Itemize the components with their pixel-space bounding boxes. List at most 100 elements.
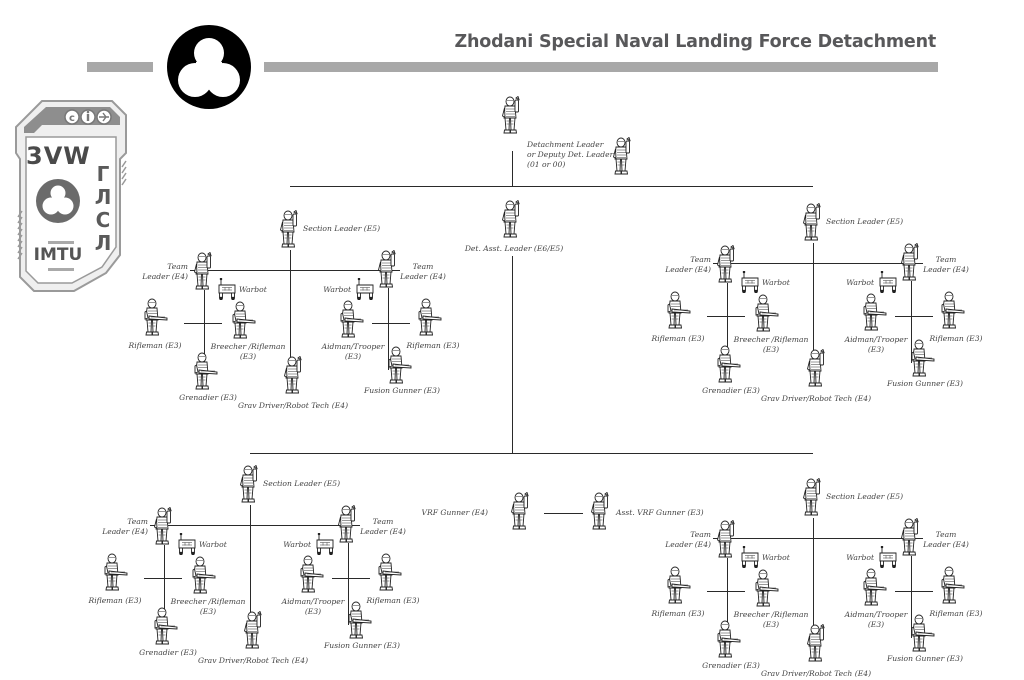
team-b-rifleman-label: Rifleman (E3) xyxy=(366,596,420,605)
team-a-breecher-label-line: Breecher /Rifleman xyxy=(170,597,246,606)
team-a-breecher-label-line: Breecher /Rifleman xyxy=(733,610,809,619)
team-a-warbot-figure xyxy=(740,271,760,293)
team-b-fusion-gunner-label: Fusion Gunner (E3) xyxy=(887,654,963,663)
team-a-horizontal-line xyxy=(144,578,182,580)
page-title: Zhodani Special Naval Landing Force Deta… xyxy=(454,32,937,52)
team-a-vertical-line xyxy=(164,545,166,625)
team-a-breecher-figure xyxy=(754,294,780,334)
team-a-warbot-label: Warbot xyxy=(199,540,227,549)
team-a-breecher-label: Breecher /Rifleman(E3) xyxy=(734,610,809,630)
lower-branch-line xyxy=(250,453,813,455)
badge-label: IMTU xyxy=(33,245,83,265)
header-bar-right xyxy=(264,62,938,72)
vrf-gunner-figure xyxy=(510,492,532,532)
team-b-aidman-label: Aidman/Trooper(E3) xyxy=(845,610,908,630)
team-b-leader-label-line: Team xyxy=(412,262,434,271)
team-b-leader-label-line: Leader (E4) xyxy=(923,540,969,549)
grav-driver-label: Grav Driver/Robot Tech (E4) xyxy=(237,401,349,410)
team-a-rifleman-figure xyxy=(103,553,129,593)
section-trunk-line xyxy=(813,518,815,646)
section-leader-figure xyxy=(239,465,261,505)
team-b-fusion-gunner-figure xyxy=(387,346,413,386)
team-b-rifleman-figure xyxy=(940,566,966,606)
team-a-leader-figure xyxy=(193,252,215,292)
section-leader-label: Section Leader (E5) xyxy=(303,224,381,233)
team-b-aidman-label-line: (E3) xyxy=(304,607,322,616)
team-a-grenadier-label: Grenadier (E3) xyxy=(139,648,197,657)
team-a-grenadier-label: Grenadier (E3) xyxy=(702,386,760,395)
team-a-leader-label-line: Leader (E4) xyxy=(142,272,188,281)
team-b-vertical-line xyxy=(348,543,350,625)
team-b-leader-figure xyxy=(900,518,922,558)
team-a-horizontal-line xyxy=(707,316,745,318)
team-b-fusion-gunner-figure xyxy=(347,601,373,641)
team-a-grenadier-label: Grenadier (E3) xyxy=(702,661,760,670)
team-b-aidman-figure xyxy=(862,293,888,333)
team-b-leader-figure xyxy=(900,243,922,283)
team-a-breecher-figure xyxy=(231,301,257,341)
section-leader-figure xyxy=(802,203,824,243)
team-a-breecher-label-line: (E3) xyxy=(199,607,217,616)
section-trunk-line xyxy=(813,243,815,371)
team-a-warbot-figure xyxy=(177,533,197,555)
team-b-rifleman-label: Rifleman (E3) xyxy=(929,334,983,343)
team-a-horizontal-line xyxy=(184,323,222,325)
header-bar-left xyxy=(87,62,153,72)
team-a-leader-label-line: Leader (E4) xyxy=(665,265,711,274)
section-branch-line xyxy=(713,263,923,265)
team-a-rifleman-figure xyxy=(666,291,692,331)
team-b-leader-figure xyxy=(337,505,359,545)
imtu-badge: c 3VW ГЛСЛ IMTU xyxy=(12,97,130,295)
team-b-horizontal-line xyxy=(895,591,933,593)
team-b-fusion-gunner-label: Fusion Gunner (E3) xyxy=(364,386,440,395)
svg-text:c: c xyxy=(69,113,75,124)
grav-driver-figure xyxy=(243,611,265,651)
team-a-warbot-figure xyxy=(740,546,760,568)
team-a-breecher-label-line: (E3) xyxy=(762,620,780,629)
team-b-aidman-label-line: Aidman/Trooper xyxy=(844,335,908,344)
team-b-horizontal-line xyxy=(332,578,370,580)
team-b-aidman-label-line: (E3) xyxy=(867,345,885,354)
asst-vrf-gunner-label: Asst. VRF Gunner (E3) xyxy=(616,508,704,517)
team-b-leader-label-line: Team xyxy=(935,255,957,264)
asst-leader-label: Det. Asst. Leader (E6/E5) xyxy=(464,244,564,253)
team-b-leader-label-line: Leader (E4) xyxy=(923,265,969,274)
section-leader-label: Section Leader (E5) xyxy=(263,479,341,488)
team-b-rifleman-figure xyxy=(377,553,403,593)
team-a-breecher-label: Breecher /Rifleman(E3) xyxy=(171,597,246,617)
team-a-warbot-figure xyxy=(217,278,237,300)
team-b-vertical-line xyxy=(911,281,913,363)
team-a-grenadier-figure xyxy=(193,352,219,392)
team-b-rifleman-figure xyxy=(940,291,966,331)
team-a-leader-label-line: Leader (E4) xyxy=(665,540,711,549)
team-b-aidman-label-line: Aidman/Trooper xyxy=(844,610,908,619)
team-a-rifleman-label: Rifleman (E3) xyxy=(651,334,705,343)
team-b-aidman-label-line: Aidman/Trooper xyxy=(281,597,345,606)
team-a-leader-label-line: Team xyxy=(690,530,711,539)
team-a-leader-figure xyxy=(153,507,175,547)
team-a-breecher-label-line: Breecher /Rifleman xyxy=(210,342,286,351)
team-b-aidman-figure xyxy=(299,555,325,595)
team-b-fusion-gunner-figure xyxy=(910,614,936,654)
team-a-breecher-figure xyxy=(191,556,217,596)
team-a-leader-label-line: Team xyxy=(167,262,188,271)
team-b-horizontal-line xyxy=(895,316,933,318)
team-b-fusion-gunner-figure xyxy=(910,339,936,379)
asst-vrf-gunner-figure xyxy=(590,492,612,532)
team-a-rifleman-figure xyxy=(143,298,169,338)
team-b-aidman-label-line: (E3) xyxy=(344,352,362,361)
section-branch-line xyxy=(190,270,400,272)
team-a-rifleman-figure xyxy=(666,566,692,606)
command-connector xyxy=(512,151,514,186)
vrf-gunner-label: VRF Gunner (E4) xyxy=(421,508,488,517)
team-a-leader-figure xyxy=(716,245,738,285)
team-b-aidman-label-line: Aidman/Trooper xyxy=(321,342,385,351)
team-b-warbot-figure xyxy=(355,278,375,300)
team-b-warbot-label: Warbot xyxy=(323,285,351,294)
team-b-warbot-label: Warbot xyxy=(846,278,874,287)
asst-leader-figure xyxy=(501,200,523,240)
